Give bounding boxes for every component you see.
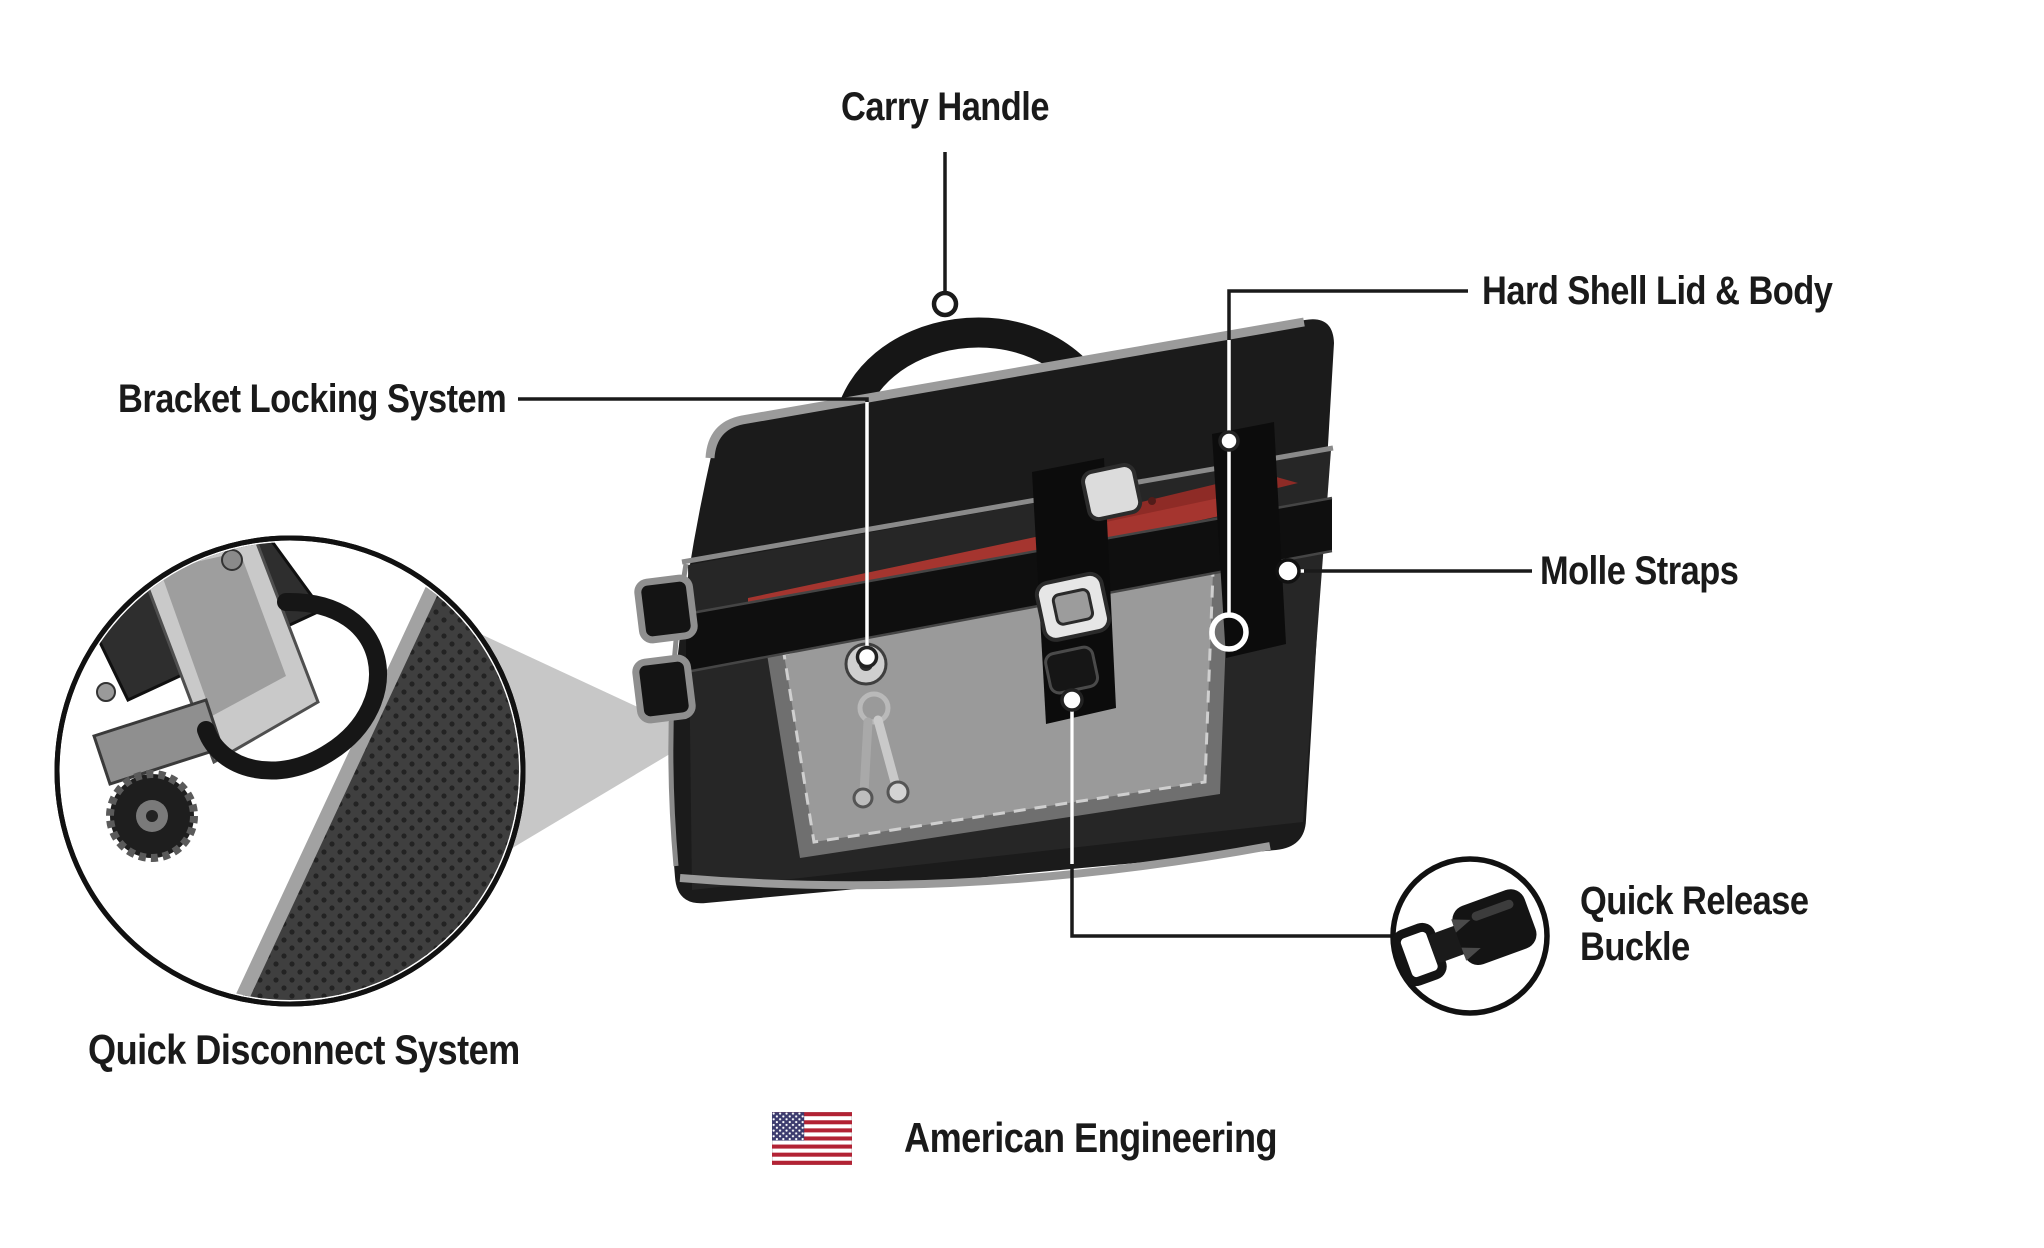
strap-keeper <box>1081 463 1143 522</box>
carry-handle-marker <box>931 290 959 318</box>
hard-shell-body-marker <box>1209 612 1249 652</box>
label-bracket-locking-system: Bracket Locking System <box>118 377 507 421</box>
quick-release-marker <box>1060 688 1084 712</box>
molle-strap-band <box>686 498 1332 672</box>
us-flag-icon <box>772 1112 852 1165</box>
label-hard-shell-lid-body: Hard Shell Lid & Body <box>1482 269 1833 313</box>
american-engineering-row: American Engineering <box>772 1112 1338 1165</box>
callout-markers <box>855 290 1301 712</box>
bracket-locking-marker <box>855 645 879 669</box>
label-molle-straps: Molle Straps <box>1540 549 1739 593</box>
inset-bolt <box>221 549 243 571</box>
label-quick-disconnect-system: Quick Disconnect System <box>88 1026 520 1073</box>
inset-piping <box>233 587 439 1000</box>
inset-bolt <box>96 682 116 702</box>
buckle-male-end <box>1044 645 1100 695</box>
molle-straps-marker <box>1275 558 1301 584</box>
label-american-engineering: American Engineering <box>904 1114 1278 1162</box>
label-quick-release-line1: Quick Release <box>1580 879 1809 923</box>
inset-wire-clip <box>197 592 387 780</box>
quick-release-buckle-icon <box>1391 889 1537 987</box>
bag-bottom-piping <box>679 842 1271 890</box>
label-carry-handle: Carry Handle <box>841 85 1049 129</box>
center-buckle <box>1034 571 1112 642</box>
saddlebag-illustration <box>632 317 1334 904</box>
bag-top-piping <box>705 317 1305 459</box>
label-quick-release-buckle: Quick Release Buckle <box>1580 878 1809 971</box>
quick-release-buckle-badge <box>1390 856 1550 1016</box>
side-molle-loops <box>632 574 698 724</box>
quick-disconnect-detail-inset <box>54 535 526 1007</box>
label-quick-release-line2: Buckle <box>1580 925 1690 970</box>
hard-shell-lid-marker <box>1218 430 1240 452</box>
